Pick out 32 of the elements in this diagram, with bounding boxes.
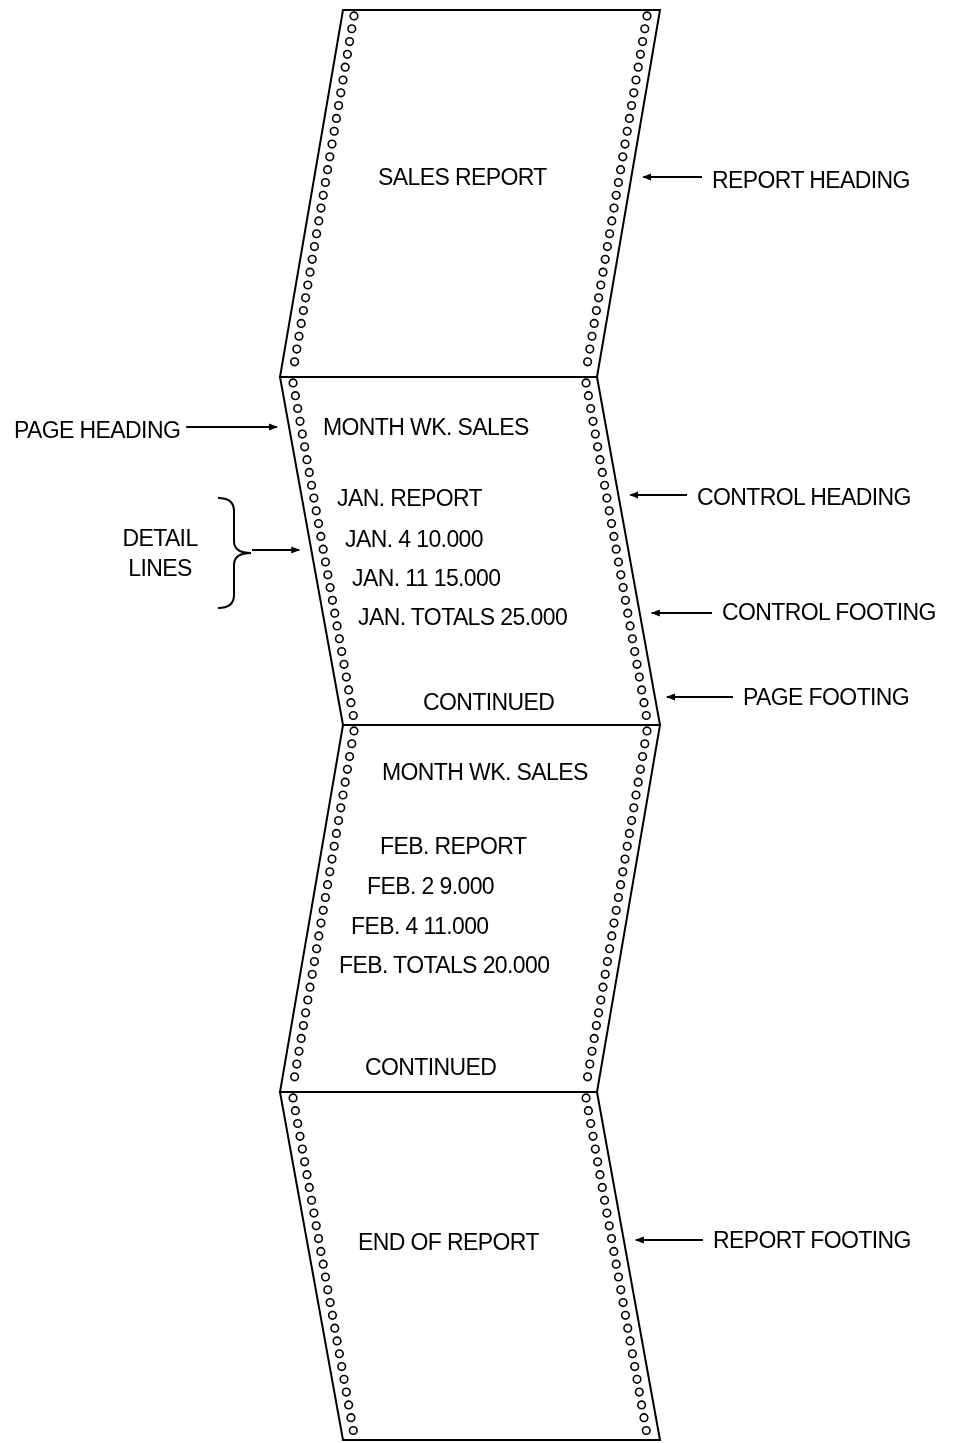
arrow (629, 491, 688, 499)
arrow (251, 546, 301, 554)
group-heading: JAN. REPORT (337, 484, 483, 512)
detail-line: FEB. 4 11.000 (351, 912, 489, 940)
callout-label: PAGE HEADING (14, 416, 181, 444)
detail-line: FEB. 2 9.000 (367, 872, 495, 900)
arrow (634, 1236, 704, 1244)
callout-label: CONTROL HEADING (697, 483, 911, 511)
column-heading: MONTH WK. SALES (382, 758, 588, 786)
arrow (650, 609, 713, 617)
continued-note: CONTINUED (423, 688, 555, 716)
total-line: JAN. TOTALS 25.000 (358, 603, 568, 631)
arrow (185, 423, 279, 431)
paper-page (280, 10, 660, 377)
paper-page (280, 377, 660, 725)
group-heading: FEB. REPORT (380, 832, 527, 860)
report-title: SALES REPORT (378, 163, 547, 191)
detail-line: JAN. 4 10.000 (345, 525, 483, 553)
callout-label: PAGE FOOTING (743, 683, 910, 711)
column-heading: MONTH WK. SALES (323, 413, 529, 441)
total-line: FEB. TOTALS 20.000 (339, 951, 550, 979)
callout-label: DETAIL LINES (121, 524, 199, 583)
detail-line: JAN. 11 15.000 (352, 564, 501, 592)
callout-label: REPORT FOOTING (713, 1226, 911, 1254)
continued-note: CONTINUED (365, 1053, 497, 1081)
callout-label: CONTROL FOOTING (722, 598, 936, 626)
paper-page (280, 725, 660, 1092)
arrow (642, 173, 703, 181)
paper-page (280, 1092, 660, 1440)
report-footer-text: END OF REPORT (358, 1228, 539, 1256)
arrow (665, 693, 734, 701)
callout-label: REPORT HEADING (712, 166, 910, 194)
